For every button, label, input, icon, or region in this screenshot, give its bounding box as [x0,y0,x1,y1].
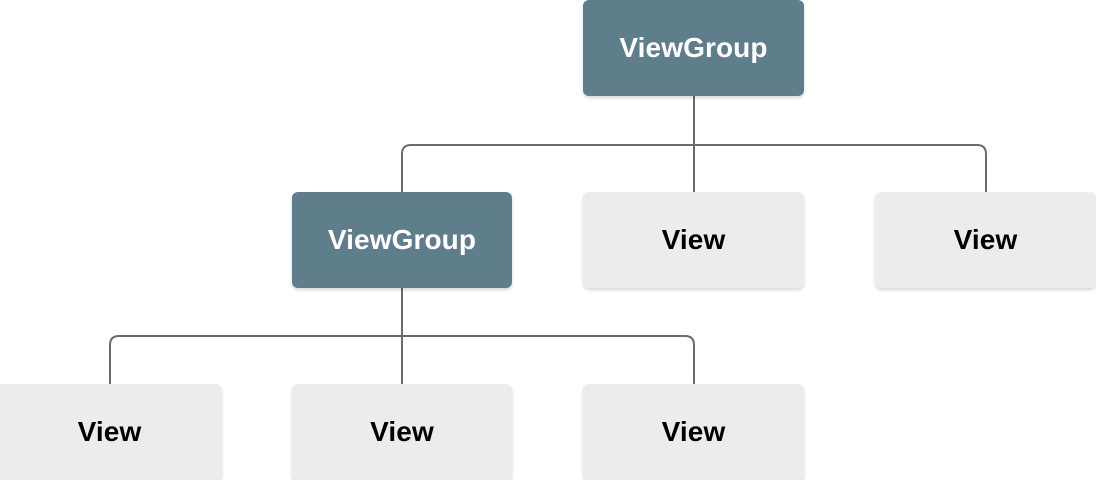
connector-path [109,335,402,384]
node-label: View [370,416,434,447]
node-label: ViewGroup [619,32,768,63]
connector-path [401,144,694,192]
node-leaf-view-1[interactable]: View [0,384,222,480]
connector-path [694,144,987,192]
node-label: View [661,416,726,447]
node-mid-viewgroup[interactable]: ViewGroup [292,192,512,288]
node-leaf-view-2[interactable]: View [292,384,512,480]
node-root-viewgroup[interactable]: ViewGroup [583,0,804,96]
connector-path [402,335,695,384]
node-label: View [953,224,1018,255]
node-mid-view-2[interactable]: View [875,192,1096,288]
node-label: View [77,416,142,447]
node-label: View [661,224,726,255]
node-mid-view-1[interactable]: View [583,192,804,288]
node-label: ViewGroup [327,224,477,255]
node-leaf-view-3[interactable]: View [583,384,804,480]
